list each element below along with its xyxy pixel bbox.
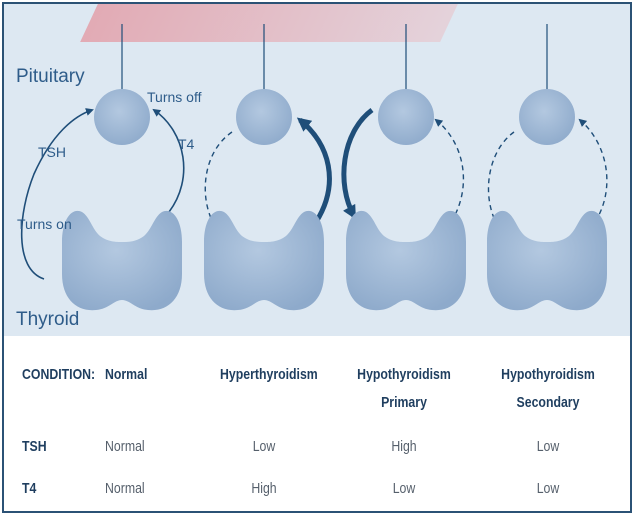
table-cell: Normal xyxy=(105,480,145,497)
t4-arrow-dashed xyxy=(436,120,463,222)
hypothyroidism-secondary-column xyxy=(487,24,607,310)
column-header-hypo-primary: Hypothyroidism xyxy=(355,366,453,383)
turns-on-label: Turns on xyxy=(17,216,72,232)
thyroid-label: Thyroid xyxy=(16,309,79,331)
column-header-hypo-secondary: Hypothyroidism xyxy=(499,366,597,383)
tsh-label: TSH xyxy=(38,144,66,160)
turns-off-label: Turns off xyxy=(147,89,201,105)
pituitary-gland xyxy=(519,89,575,145)
table-cell: Low xyxy=(215,438,313,455)
table-cell: Low xyxy=(499,438,597,455)
thyroid-gland xyxy=(204,211,324,310)
thyroid-gland xyxy=(487,211,607,310)
table-cell: Low xyxy=(499,480,597,497)
t4-arrow-thick xyxy=(300,120,329,222)
thyroid-gland xyxy=(346,211,466,310)
t4-arrow-dashed xyxy=(580,120,607,222)
hypothyroidism-primary-column xyxy=(344,24,466,310)
diagram-panel: Pituitary Thyroid TSH T4 Turns off Turns… xyxy=(4,4,630,336)
pituitary-label: Pituitary xyxy=(16,66,85,88)
column-header-normal: Normal xyxy=(105,366,147,383)
feedback-diagram xyxy=(4,4,630,336)
table-cell: Normal xyxy=(105,438,145,455)
table-cell: High xyxy=(215,480,313,497)
column-header-hyperthyroidism: Hyperthyroidism xyxy=(220,366,318,383)
row-label-t4: T4 xyxy=(22,480,36,497)
pituitary-gland xyxy=(378,89,434,145)
t4-arrow xyxy=(154,110,184,212)
condition-table: CONDITION: Normal Hyperthyroidism Hypoth… xyxy=(4,338,630,511)
tsh-arrow-thick xyxy=(344,110,372,216)
pituitary-gland xyxy=(236,89,292,145)
hyperthyroidism-column xyxy=(204,24,329,310)
row-label-tsh: TSH xyxy=(22,438,47,455)
table-cell: Low xyxy=(355,480,453,497)
table-cell: High xyxy=(355,438,453,455)
pituitary-gland xyxy=(94,89,150,145)
t4-label: T4 xyxy=(178,136,194,152)
column-header-hypo-primary-sub: Primary xyxy=(355,394,453,411)
thyroid-gland xyxy=(62,211,182,310)
column-header-hypo-secondary-sub: Secondary xyxy=(499,394,597,411)
condition-header: CONDITION: xyxy=(22,366,95,383)
